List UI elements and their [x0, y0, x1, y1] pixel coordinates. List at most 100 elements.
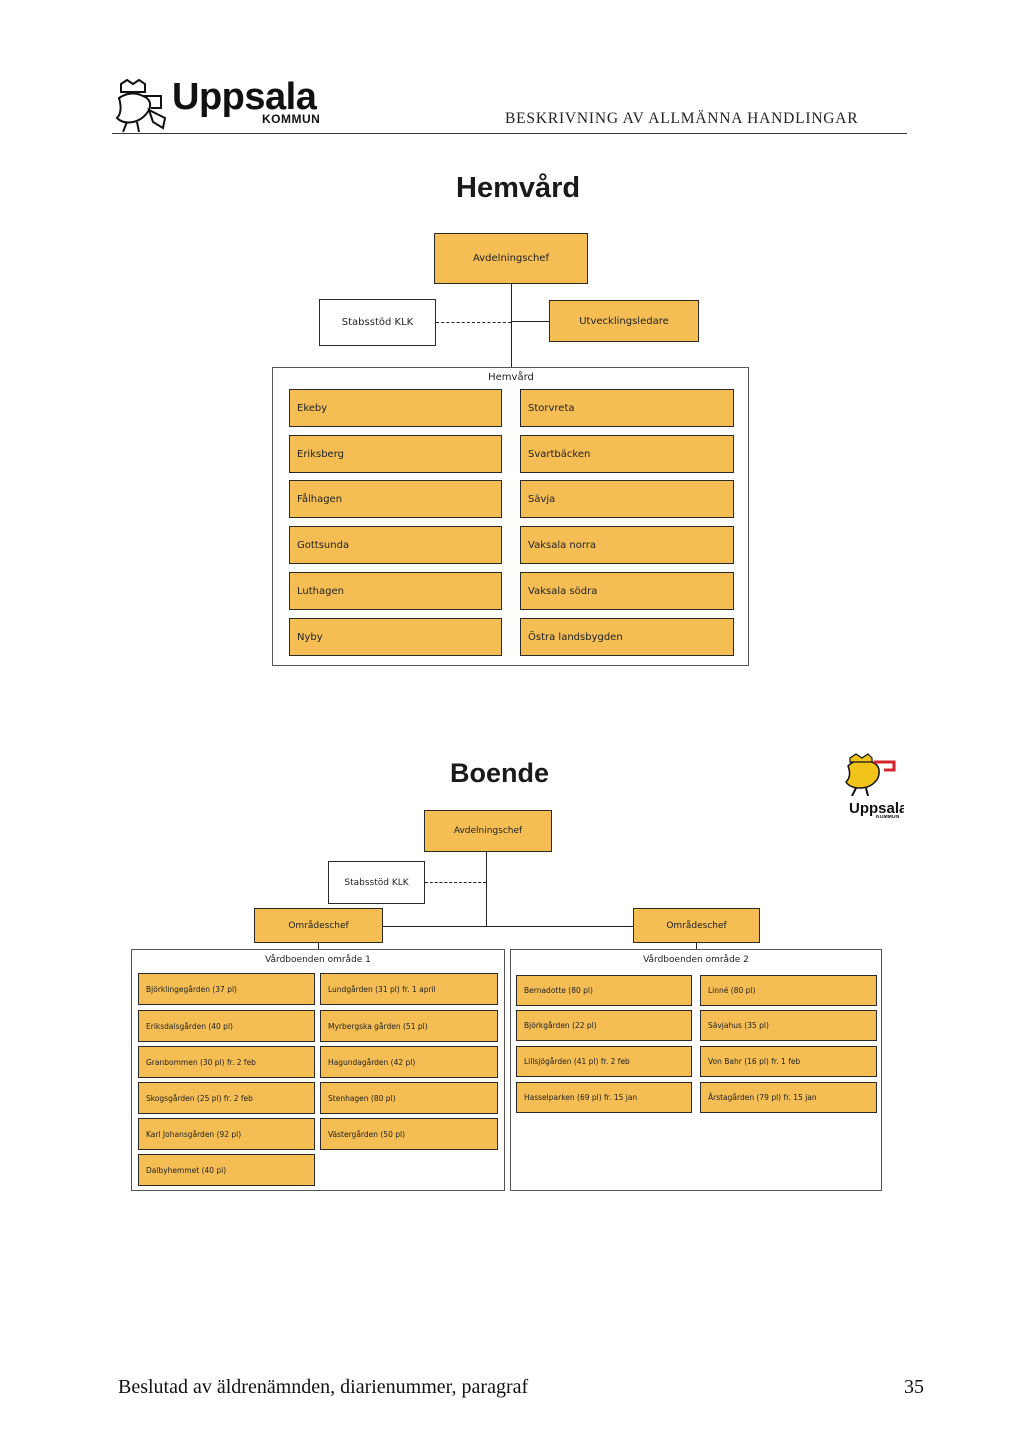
area1-manager-connector: [318, 943, 319, 949]
hemvard-unit-label: Svartbäcken: [528, 448, 591, 460]
header-rule: [112, 133, 907, 134]
hemvard-unit-label: Eriksberg: [297, 448, 344, 460]
hemvard-unit-label: Sävja: [528, 493, 556, 505]
boende-main-connector: [486, 852, 487, 926]
boende-chief-label: Avdelningschef: [453, 826, 523, 836]
area1-facility: Lundgården (31 pl) fr. 1 april: [320, 973, 498, 1005]
document-title: BESKRIVNING AV ALLMÄNNA HANDLINGAR: [505, 110, 859, 127]
area2-facility-label: Björkgården (22 pl): [524, 1021, 597, 1030]
hemvard-unit: Vaksala norra: [520, 526, 734, 564]
area2-manager-label: Områdeschef: [666, 920, 727, 931]
area1-frame: [131, 949, 505, 1191]
area1-manager-label: Områdeschef: [288, 920, 349, 931]
boende-staff-connector: [425, 882, 486, 883]
hemvard-units-frame: [272, 367, 749, 666]
hemvard-group-label: Hemvård: [488, 372, 534, 383]
area1-facility: Stenhagen (80 pl): [320, 1082, 498, 1114]
boende-title: Boende: [450, 758, 550, 788]
hemvard-unit-label: Luthagen: [297, 585, 344, 597]
area1-facility: Västergården (50 pl): [320, 1118, 498, 1150]
area1-facility-label: Västergården (50 pl): [328, 1129, 406, 1139]
hemvard-unit: Fålhagen: [289, 480, 502, 518]
area2-facility-label: Bernadotte (80 pl): [524, 986, 593, 995]
hemvard-unit: Gottsunda: [289, 526, 502, 564]
area1-facility-label: Skogsgården (25 pl) fr. 2 feb: [146, 1093, 253, 1103]
footer-decision-text: Beslutad av äldrenämnden, diarienummer, …: [118, 1376, 529, 1398]
area1-facility-label: Granbommen (30 pl) fr. 2 feb: [146, 1057, 256, 1067]
hemvard-main-connector: [511, 284, 512, 368]
hemvard-unit-label: Nyby: [297, 631, 323, 643]
area2-facility: Årstagården (79 pl) fr. 15 jan: [700, 1082, 877, 1113]
hemvard-unit-label: Gottsunda: [297, 539, 350, 551]
area2-frame: [510, 949, 882, 1191]
area1-facility: Granbommen (30 pl) fr. 2 feb: [138, 1046, 315, 1078]
boende-staff-box: Stabsstöd KLK: [328, 861, 425, 904]
area2-facility: Bernadotte (80 pl): [516, 975, 692, 1006]
hemvard-unit: Vaksala södra: [520, 572, 734, 610]
hemvard-unit-label: Ekeby: [297, 402, 328, 414]
area2-facility-label: Lillsjögården (41 pl) fr. 2 feb: [524, 1057, 630, 1066]
hemvard-unit: Eriksberg: [289, 435, 502, 473]
boende-managers-connector: [383, 926, 633, 927]
hemvard-unit: Sävja: [520, 480, 734, 518]
area2-facility-label: Sävjahus (35 pl): [708, 1021, 769, 1030]
area1-facility-label: Eriksdalsgården (40 pl): [146, 1021, 233, 1031]
area2-facility: Hasselparken (69 pl) fr. 15 jan: [516, 1082, 692, 1113]
hemvard-unit-label: Fålhagen: [297, 493, 343, 505]
area1-facility: Björklingegården (37 pl): [138, 973, 315, 1005]
hemvard-unit-label: Vaksala södra: [528, 585, 598, 597]
logo-subtext: KOMMUN: [262, 112, 321, 126]
hemvard-chief-label: Avdelningschef: [473, 253, 549, 264]
area1-facility: Dalbyhemmet (40 pl): [138, 1154, 315, 1186]
area1-facility-label: Karl Johansgården (92 pl): [146, 1129, 242, 1139]
area2-facility-label: Linné (80 pl): [708, 986, 756, 995]
hemvard-staff-label: Stabsstöd KLK: [341, 317, 414, 328]
area2-facility-label: Hasselparken (69 pl) fr. 15 jan: [524, 1093, 638, 1102]
area2-facility: Björkgården (22 pl): [516, 1010, 692, 1041]
area1-facility-label: Dalbyhemmet (40 pl): [146, 1165, 227, 1175]
hemvard-developer-label: Utvecklingsledare: [579, 315, 669, 327]
boende-staff-label: Stabsstöd KLK: [344, 877, 409, 888]
hemvard-unit-label: Storvreta: [528, 402, 575, 414]
area2-facility-label: Von Bahr (16 pl) fr. 1 feb: [708, 1057, 801, 1066]
small-logo-subtext: KOMMUN: [876, 815, 900, 820]
boende-chief-box: Avdelningschef: [424, 810, 552, 852]
area1-label: Vårdboenden område 1: [265, 955, 371, 965]
area2-facility-label: Årstagården (79 pl) fr. 15 jan: [708, 1093, 817, 1102]
area2-manager-connector: [696, 943, 697, 949]
area1-facility-label: Björklingegården (37 pl): [146, 984, 237, 994]
uppsala-lion-small-logo-icon: [845, 753, 896, 796]
area1-facility: Karl Johansgården (92 pl): [138, 1118, 315, 1150]
area2-label: Vårdboenden område 2: [643, 955, 749, 965]
area1-facility-label: Lundgården (31 pl) fr. 1 april: [328, 984, 436, 994]
area1-facility: Skogsgården (25 pl) fr. 2 feb: [138, 1082, 315, 1114]
hemvard-unit: Storvreta: [520, 389, 734, 427]
area1-manager-box: Områdeschef: [254, 908, 383, 943]
area2-facility: Lillsjögården (41 pl) fr. 2 feb: [516, 1046, 692, 1077]
logo-wordmark: Uppsala: [172, 76, 317, 118]
hemvard-chief-box: Avdelningschef: [434, 233, 588, 284]
hemvard-unit-label: Östra landsbygden: [528, 631, 623, 643]
area2-facility: Sävjahus (35 pl): [700, 1010, 877, 1041]
small-logo-wordmark: Uppsala: [849, 801, 904, 816]
hemvard-unit: Östra landsbygden: [520, 618, 734, 656]
area2-facility: Von Bahr (16 pl) fr. 1 feb: [700, 1046, 877, 1077]
hemvard-staff-box: Stabsstöd KLK: [319, 299, 436, 346]
area1-facility: Eriksdalsgården (40 pl): [138, 1010, 315, 1042]
hemvard-unit: Luthagen: [289, 572, 502, 610]
hemvard-unit: Svartbäcken: [520, 435, 734, 473]
hemvard-title: Hemvård: [456, 172, 581, 204]
area1-facility-label: Myrbergska gården (51 pl): [328, 1021, 428, 1031]
area1-facility: Hagundagården (42 pl): [320, 1046, 498, 1078]
hemvard-unit: Nyby: [289, 618, 502, 656]
hemvard-developer-box: Utvecklingsledare: [549, 300, 699, 342]
page-number: 35: [904, 1376, 924, 1398]
hemvard-staff-connector: [436, 322, 511, 323]
hemvard-unit: Ekeby: [289, 389, 502, 427]
uppsala-lion-logo-icon: [115, 78, 167, 133]
area1-facility: Myrbergska gården (51 pl): [320, 1010, 498, 1042]
hemvard-developer-connector: [511, 321, 549, 322]
area2-manager-box: Områdeschef: [633, 908, 760, 943]
hemvard-unit-label: Vaksala norra: [528, 539, 597, 551]
area1-facility-label: Hagundagården (42 pl): [328, 1057, 416, 1067]
